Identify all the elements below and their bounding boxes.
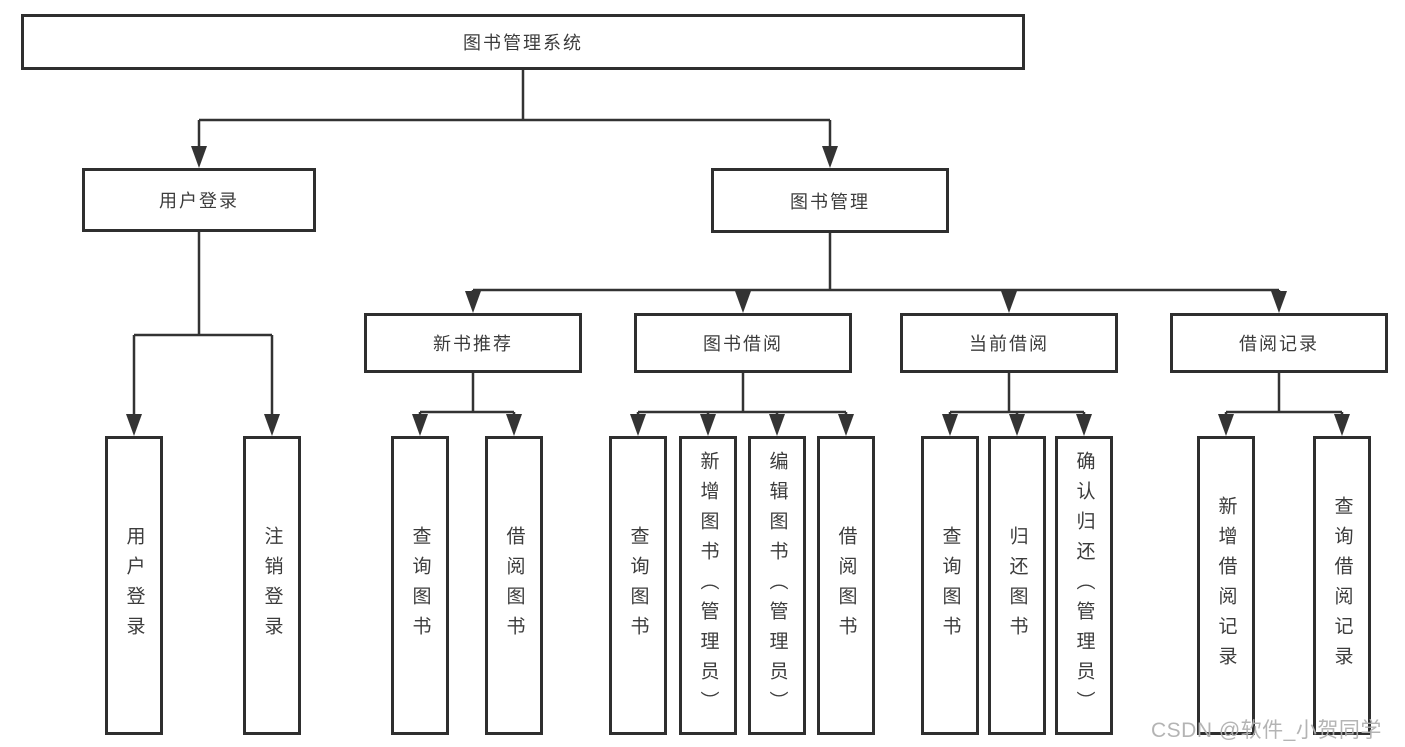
leaf-records-query-record-label: 查询借阅记录 bbox=[1331, 495, 1353, 676]
leaf-newbooks-borrow-book-label: 借阅图书 bbox=[503, 525, 525, 646]
node-borrowing-records: 借阅记录 bbox=[1170, 313, 1388, 373]
leaf-borrowing-add-book-admin: 新增图书（管理员） bbox=[679, 436, 737, 735]
leaf-records-query-record: 查询借阅记录 bbox=[1313, 436, 1371, 735]
leaf-borrowing-query-book: 查询图书 bbox=[609, 436, 667, 735]
connector-bookmgmt-to-level3 bbox=[465, 233, 1287, 313]
node-root-label: 图书管理系统 bbox=[463, 33, 583, 53]
node-book-management: 图书管理 bbox=[711, 168, 949, 233]
node-borrowing-records-label: 借阅记录 bbox=[1239, 334, 1319, 354]
leaf-borrowing-edit-book-admin-label: 编辑图书（管理员） bbox=[766, 450, 788, 721]
leaf-current-confirm-return-admin: 确认归还（管理员） bbox=[1055, 436, 1113, 735]
node-book-borrowing: 图书借阅 bbox=[634, 313, 852, 373]
leaf-current-query-book: 查询图书 bbox=[921, 436, 979, 735]
leaf-user-login-label: 用户登录 bbox=[123, 525, 145, 646]
leaf-records-add-record-label: 新增借阅记录 bbox=[1215, 495, 1237, 676]
leaf-current-return-book-label: 归还图书 bbox=[1006, 525, 1028, 646]
connector-records-to-leaves bbox=[1218, 373, 1350, 436]
node-user-login-label: 用户登录 bbox=[159, 191, 239, 211]
leaf-current-return-book: 归还图书 bbox=[988, 436, 1046, 735]
node-current-borrowing: 当前借阅 bbox=[900, 313, 1118, 373]
leaf-borrowing-query-book-label: 查询图书 bbox=[627, 525, 649, 646]
csdn-watermark: CSDN @软件_小贺同学 bbox=[1151, 719, 1382, 742]
node-user-login: 用户登录 bbox=[82, 168, 316, 232]
node-book-borrowing-label: 图书借阅 bbox=[703, 334, 783, 354]
node-new-book-recommendation: 新书推荐 bbox=[364, 313, 582, 373]
leaf-current-confirm-return-admin-label: 确认归还（管理员） bbox=[1073, 450, 1095, 721]
leaf-user-login: 用户登录 bbox=[105, 436, 163, 735]
connector-borrow-to-leaves bbox=[630, 373, 854, 436]
node-book-management-label: 图书管理 bbox=[790, 191, 870, 212]
leaf-logout-label: 注销登录 bbox=[261, 525, 283, 646]
node-current-borrowing-label: 当前借阅 bbox=[969, 334, 1049, 354]
node-library-management-system: 图书管理系统 bbox=[21, 14, 1025, 70]
leaf-borrowing-edit-book-admin: 编辑图书（管理员） bbox=[748, 436, 806, 735]
node-new-book-recommendation-label: 新书推荐 bbox=[433, 334, 513, 354]
leaf-newbooks-query-book-label: 查询图书 bbox=[409, 525, 431, 646]
leaf-borrowing-borrow-book-label: 借阅图书 bbox=[835, 525, 857, 646]
leaf-newbooks-borrow-book: 借阅图书 bbox=[485, 436, 543, 735]
leaf-current-query-book-label: 查询图书 bbox=[939, 525, 961, 646]
connector-userlogin-to-leaves bbox=[126, 232, 280, 436]
connector-newbooks-to-leaves bbox=[412, 373, 522, 436]
connector-current-to-leaves bbox=[942, 373, 1092, 436]
leaf-borrowing-borrow-book: 借阅图书 bbox=[817, 436, 875, 735]
leaf-borrowing-add-book-admin-label: 新增图书（管理员） bbox=[697, 450, 719, 721]
leaf-newbooks-query-book: 查询图书 bbox=[391, 436, 449, 735]
connector-root-to-level2 bbox=[191, 70, 838, 168]
leaf-logout: 注销登录 bbox=[243, 436, 301, 735]
leaf-records-add-record: 新增借阅记录 bbox=[1197, 436, 1255, 735]
